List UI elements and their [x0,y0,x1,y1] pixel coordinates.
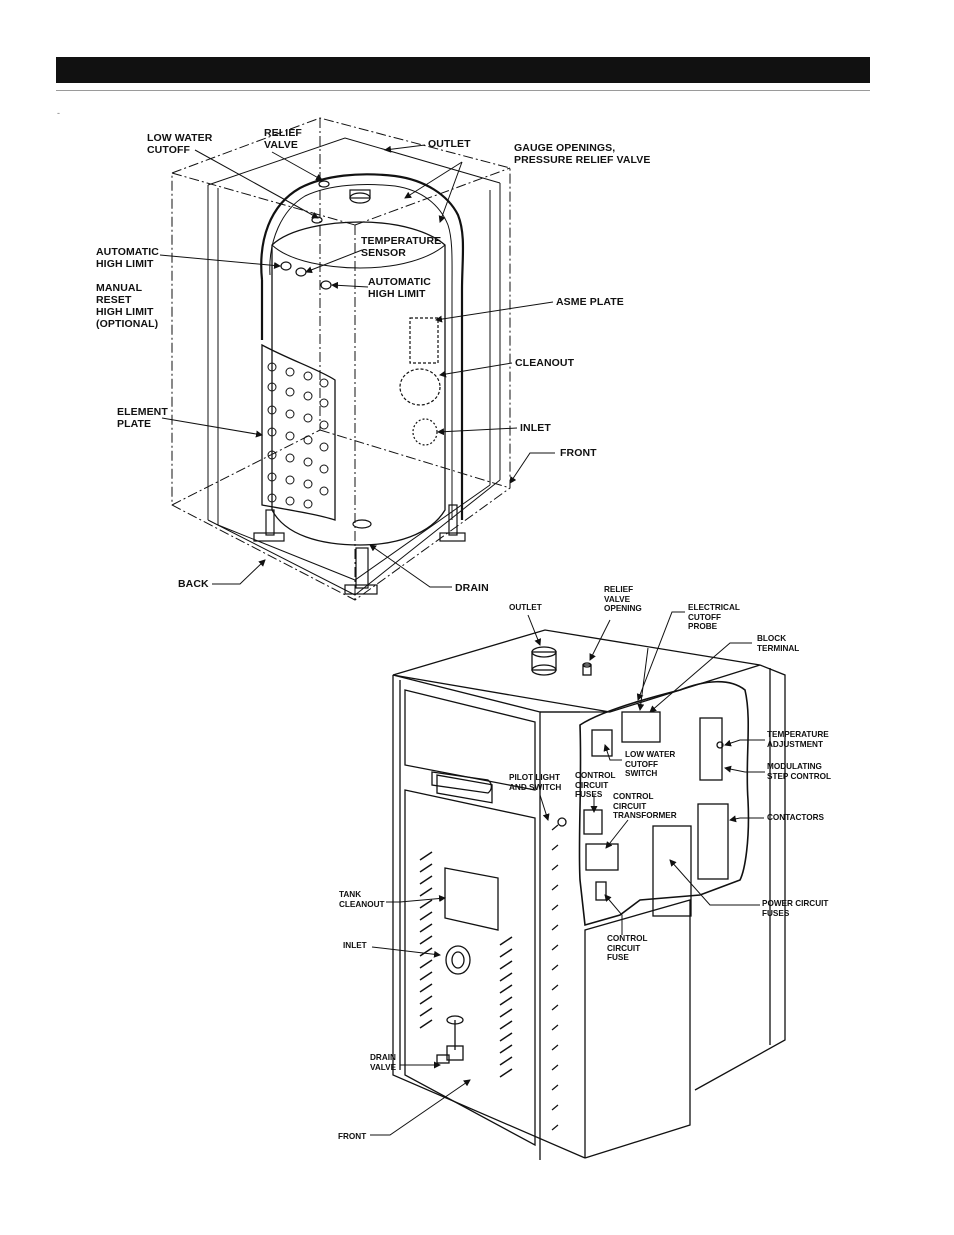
label-control-circuit-fuses: CONTROL CIRCUIT FUSES [575,771,616,799]
inner-frame [207,137,501,596]
lwco-switch-shape [591,729,613,757]
packaged-boiler-diagram [392,629,786,1160]
tank-cutaway-diagram [171,117,511,601]
label-low-water-cutoff: LOW WATER CUTOFF [147,132,213,156]
louvers-left [419,851,433,1029]
drain-valve-shape [436,1015,464,1064]
label-outlet: OUTLET [428,138,471,150]
tank-cleanout-shape [444,867,499,931]
element-plate-shape [261,343,336,521]
transformer-shape [585,843,619,871]
insulation [260,173,465,520]
label-power-circuit-fuses: POWER CIRCUIT FUSES [762,899,829,918]
label-block-terminal: BLOCK TERMINAL [757,634,800,653]
label-low-water-cutoff-switch: LOW WATER CUTOFF SWITCH [625,750,676,778]
control-fuse-shape [595,881,607,901]
label-electrical-cutoff-probe: ELECTRICAL CUTOFF PROBE [688,603,740,631]
tank-shell [271,221,446,546]
top-leaders [159,144,555,588]
header-bar [56,57,870,83]
step-control-shape [699,717,723,781]
label-modulating-step-control: MODULATING STEP CONTROL [767,762,831,781]
inlet-shape [412,418,438,446]
louvers-side [551,824,559,1131]
label-drain: DRAIN [455,582,489,594]
label-relief-valve: RELIEF VALVE [264,127,302,151]
label-inlet: INLET [520,422,551,434]
label-temperature-adjustment: TEMPERATURE ADJUSTMENT [767,730,829,749]
label-front-bottom: FRONT [338,1132,367,1141]
contactors-shape [697,803,729,880]
label-drain-valve: DRAIN VALVE [370,1053,397,1072]
label-control-circuit-fuse: CONTROL CIRCUIT FUSE [607,934,648,962]
control-fuses-shape [583,809,603,835]
bottom-leaders [370,611,765,1136]
asme-plate-shape [409,317,439,364]
louvers-right [499,936,513,1078]
label-element-plate: ELEMENT PLATE [117,406,168,430]
label-automatic-high-limit-right: AUTOMATIC HIGH LIMIT [368,276,431,300]
label-relief-valve-opening: RELIEF VALVE OPENING [604,585,642,613]
label-control-circuit-transformer: CONTROL CIRCUIT TRANSFORMER [613,792,677,820]
label-temperature-sensor: TEMPERATURE SENSOR [361,235,442,259]
label-cleanout: CLEANOUT [515,357,575,369]
label-tank-cleanout: TANK CLEANOUT [339,890,385,909]
block-terminal-shape [621,711,661,743]
label-manual-reset: MANUAL RESET HIGH LIMIT (OPTIONAL) [96,282,159,330]
margin-mark: - [57,108,60,118]
header-rule [56,90,870,91]
label-asme-plate: ASME PLATE [556,296,624,308]
label-front: FRONT [560,447,597,459]
cabinet-top [392,629,761,713]
cabinet-outline [171,117,511,601]
legs [253,504,466,595]
label-outlet-bottom: OUTLET [509,603,542,612]
power-fuses-shape [652,825,692,917]
cleanout-shape [399,368,441,406]
label-automatic-high-limit-left: AUTOMATIC HIGH LIMIT [96,246,159,270]
inlet-fitting [445,945,471,975]
label-pilot-light: PILOT LIGHT AND SWITCH [509,773,562,792]
label-back: BACK [178,578,209,590]
label-gauge-openings: GAUGE OPENINGS, PRESSURE RELIEF VALVE [514,142,651,166]
element-holes [267,362,329,509]
label-inlet-bottom: INLET [343,941,367,950]
label-contactors: CONTACTORS [767,813,825,822]
